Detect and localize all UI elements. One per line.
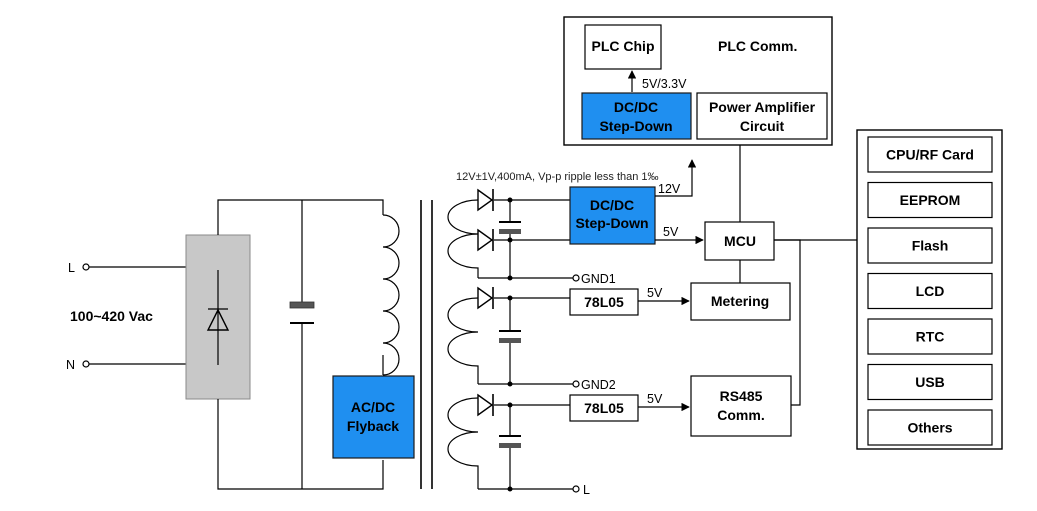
plc-dcdc-line2: Step-Down: [599, 118, 672, 134]
input-l-label: L: [68, 261, 75, 275]
output-capacitor-3-icon: [499, 435, 521, 448]
bulk-capacitor: [289, 301, 315, 324]
peripheral-box: [867, 227, 993, 264]
diode-5v-icon: [477, 228, 494, 252]
bridge-rectifier: [185, 234, 251, 400]
ac-input: L N 100~420 Vac: [66, 261, 186, 372]
regulator-1-box: [569, 288, 639, 316]
regulator-2-box: [569, 394, 639, 422]
power-amplifier-line2: Circuit: [740, 118, 785, 134]
dcdc-main-block: DC/DC Step-Down: [569, 186, 656, 245]
peripheral-box: [867, 181, 993, 219]
secondary-diodes: [477, 188, 494, 417]
regulator-2: 78L05 5V: [569, 392, 690, 422]
dcdc-main-line1: DC/DC: [590, 197, 634, 213]
diode-rs485-icon: [477, 393, 494, 417]
gnd1-terminal: [572, 274, 580, 282]
regulator-1: 78L05 5V: [569, 286, 690, 316]
plc-dcdc-box: [581, 92, 692, 140]
metering-label: Metering: [711, 293, 769, 309]
peripheral-label: Others: [907, 420, 952, 436]
peripheral-label: EEPROM: [900, 192, 961, 208]
input-n-terminal: [82, 360, 90, 368]
output-capacitor-2-icon: [499, 330, 521, 343]
gnd1-label: GND1: [581, 272, 616, 286]
metering-block: Metering: [690, 282, 791, 321]
v5-rs485-label: 5V: [647, 392, 663, 406]
gnd2-terminal: [572, 380, 580, 388]
metering-box: [690, 282, 791, 321]
flyback-line2: Flyback: [347, 418, 399, 434]
diode-12v-icon: [477, 188, 494, 212]
flyback-block: AC/DC Flyback: [332, 375, 415, 459]
plc-comm-block: PLC Chip PLC Comm. 5V/3.3V DC/DC Step-Do…: [563, 16, 833, 146]
v5-metering-label: 5V: [647, 286, 663, 300]
mcu-block: MCU: [704, 145, 857, 406]
diode-metering-icon: [477, 286, 494, 310]
power-amplifier-box: [696, 92, 828, 140]
peripheral-label: Flash: [912, 238, 949, 254]
input-n-label: N: [66, 358, 75, 372]
regulator-1-label: 78L05: [584, 294, 624, 310]
mcu-box: [704, 221, 775, 261]
l-out-terminal: [572, 485, 580, 493]
ground-terminals: GND1 GND2 L: [572, 272, 616, 497]
v5-mcu-rail: 5V: [655, 225, 704, 245]
output-capacitor-1-icon: [499, 221, 521, 234]
rs485-block: RS485 Comm.: [690, 375, 792, 437]
dcdc-main-line2: Step-Down: [575, 215, 648, 231]
peripheral-box: [867, 363, 993, 401]
peripheral-label: USB: [915, 374, 945, 390]
dcdc-main-box: [569, 186, 656, 245]
flyback-line1: AC/DC: [351, 399, 395, 415]
peripheral-label: CPU/RF Card: [886, 147, 974, 163]
rs485-box: [690, 375, 792, 437]
peripheral-label: RTC: [916, 329, 945, 345]
secondary-rails: [478, 197, 573, 492]
rs485-line1: RS485: [720, 388, 763, 404]
peripheral-box: [867, 272, 993, 310]
plc-dcdc-line1: DC/DC: [614, 99, 658, 115]
peripheral-box: [867, 409, 993, 446]
transformer-core: [420, 200, 433, 489]
input-l-terminal: [82, 263, 90, 271]
peripheral-box: [867, 318, 993, 355]
power-amplifier-line1: Power Amplifier: [709, 99, 816, 115]
gnd2-label: GND2: [581, 378, 616, 392]
peripheral-label: LCD: [916, 283, 945, 299]
ripple-note: 12V±1V,400mA, Vp-p ripple less than 1‰: [456, 171, 659, 183]
input-voltage-label: 100~420 Vac: [70, 308, 153, 324]
peripheral-box: [867, 136, 993, 173]
v12-rail: 12V: [655, 159, 697, 197]
plc-voltage-label: 5V/3.3V: [642, 77, 687, 91]
flyback-box: [332, 375, 415, 459]
mcu-label: MCU: [724, 233, 756, 249]
dc-bus: [217, 199, 384, 490]
secondary-windings: [447, 199, 479, 489]
plc-comm-title: PLC Comm.: [718, 38, 797, 54]
rs485-line2: Comm.: [717, 407, 764, 423]
l-out-label: L: [583, 483, 590, 497]
primary-winding: [382, 214, 400, 376]
regulator-2-label: 78L05: [584, 400, 624, 416]
plc-chip-box: [584, 24, 662, 70]
v12-label: 12V: [658, 182, 681, 196]
rectifier-diode-icon: [206, 308, 230, 331]
v5-mcu-label: 5V: [663, 225, 679, 239]
plc-chip-label: PLC Chip: [592, 38, 655, 54]
